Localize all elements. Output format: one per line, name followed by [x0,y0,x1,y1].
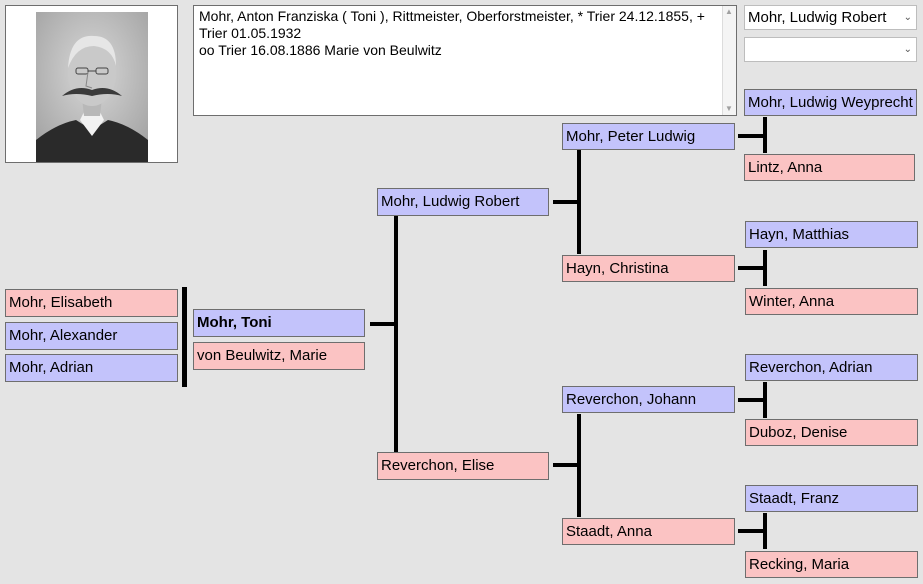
grandparent-box[interactable]: Staadt, Anna [562,518,735,545]
grandparent-box[interactable]: Hayn, Christina [562,255,735,282]
father-box[interactable]: Mohr, Ludwig Robert [377,188,549,216]
great-grandparent-box[interactable]: Duboz, Denise [745,419,918,446]
great-grandparent-box[interactable]: Winter, Anna [745,288,918,315]
great-grandparent-box[interactable]: Hayn, Matthias [745,221,918,248]
tree-connector [763,382,767,418]
scroll-down-icon[interactable]: ▼ [725,104,733,113]
person-select-value: Mohr, Ludwig Robert [748,9,887,26]
tree-connector [738,529,766,533]
person-select[interactable]: Mohr, Ludwig Robert ⌄ [744,5,917,30]
secondary-select[interactable]: ⌄ [744,37,917,62]
portrait-image [36,12,148,162]
tree-connector [553,200,580,204]
notes-text: Mohr, Anton Franziska ( Toni ), Rittmeis… [199,8,705,58]
child-box[interactable]: Mohr, Adrian [5,354,178,382]
tree-connector [763,513,767,549]
tree-connector [738,398,766,402]
grandparent-box[interactable]: Mohr, Peter Ludwig [562,123,735,150]
tree-connector [577,414,581,517]
tree-connector [738,266,766,270]
child-box[interactable]: Mohr, Elisabeth [5,289,178,317]
tree-connector [370,322,396,326]
great-grandparent-box[interactable]: Staadt, Franz [745,485,918,512]
tree-connector [577,150,581,254]
tree-connector [394,216,398,452]
tree-connector [738,134,766,138]
chevron-down-icon: ⌄ [903,12,912,23]
tree-connector [763,117,767,153]
spouse-box[interactable]: von Beulwitz, Marie [193,342,365,370]
subject-box[interactable]: Mohr, Toni [193,309,365,337]
chevron-down-icon: ⌄ [903,44,912,55]
great-grandparent-box[interactable]: Recking, Maria [745,551,918,578]
notes-textarea[interactable]: Mohr, Anton Franziska ( Toni ), Rittmeis… [193,5,737,116]
children-connector [182,287,187,387]
scroll-up-icon[interactable]: ▲ [725,7,733,16]
notes-scrollbar[interactable]: ▲ ▼ [722,6,736,115]
portrait-photo [5,5,178,163]
tree-connector [553,463,580,467]
tree-connector [763,250,767,286]
mother-box[interactable]: Reverchon, Elise [377,452,549,480]
great-grandparent-box[interactable]: Lintz, Anna [744,154,915,181]
great-grandparent-box[interactable]: Mohr, Ludwig Weyprecht [744,89,917,116]
grandparent-box[interactable]: Reverchon, Johann [562,386,735,413]
great-grandparent-box[interactable]: Reverchon, Adrian [745,354,918,381]
child-box[interactable]: Mohr, Alexander [5,322,178,350]
